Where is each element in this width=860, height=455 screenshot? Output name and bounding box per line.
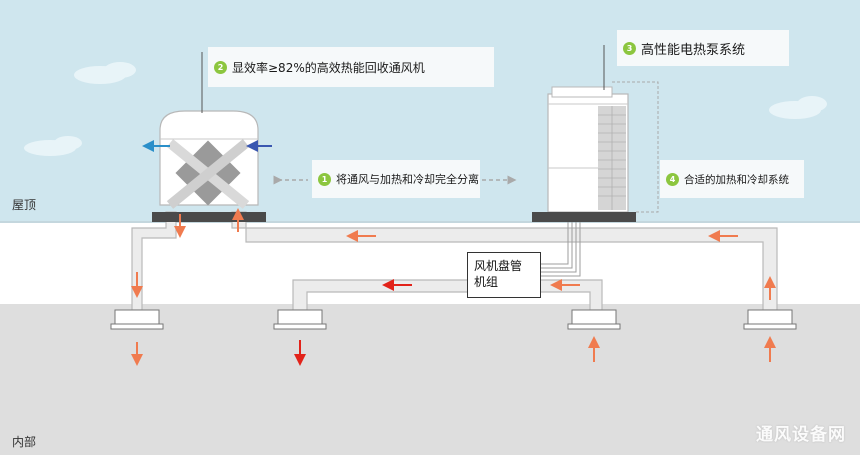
diffuser [110,309,164,330]
callout-text: 将通风与加热和冷却完全分离 [336,173,479,186]
fan-coil-unit-line2: 机组 [474,275,499,289]
room-air-arrows [131,336,776,366]
diffuser [743,309,797,330]
fan-coil-unit-line1: 风机盘管 [474,259,523,273]
callout-text: 显效率≥82%的高效热能回收通风机 [232,60,425,75]
callout-number-badge: 3 [623,41,636,55]
callout-number-badge: 4 [666,172,679,186]
interior-label: 内部 [12,435,37,449]
refrigerant-lines [541,217,581,277]
watermark: 通风设备网 [756,425,846,445]
callout-number-badge: 2 [214,60,227,74]
callout-heating-cooling: 4 合适的加热和冷却系统 [660,160,804,198]
heat-recovery-ventilator [152,110,266,222]
fan-coil-unit: 风机盘管 机组 [467,252,541,298]
callout-number-badge: 1 [318,172,331,186]
heat-pump [532,86,636,222]
callout-heat-pump: 3 高性能电热泵系统 [617,30,789,66]
diffuser [567,309,621,330]
callout-text: 合适的加热和冷却系统 [684,173,789,186]
callout-4-leader [612,81,659,213]
clouds [24,62,827,156]
roof-label: 屋顶 [12,198,37,212]
callout-heat-recovery: 2 显效率≥82%的高效热能回收通风机 [208,47,494,87]
callout-text: 高性能电热泵系统 [641,42,746,58]
diffuser [273,309,327,330]
duct-flow-arrows [131,208,776,300]
ceiling-diffusers [110,309,797,330]
callout-separation: 1 将通风与加热和冷却完全分离 [312,160,480,198]
